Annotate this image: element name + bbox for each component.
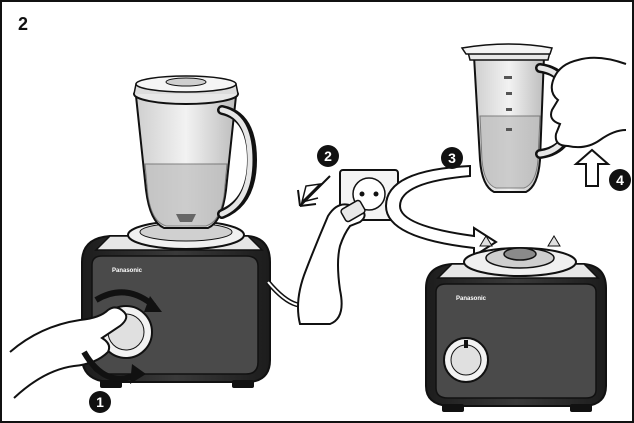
badge-1-label: 1 [96, 394, 104, 410]
badge-step-1: 1 [89, 391, 111, 413]
foot-left [100, 380, 122, 388]
right-hand [550, 56, 627, 149]
drive-coupling [503, 247, 537, 261]
jar-liquid [144, 163, 228, 227]
lid-cap [165, 77, 207, 87]
left-hand [9, 306, 128, 399]
badge-3-label: 3 [448, 150, 456, 166]
lift-curve-arrow [384, 164, 498, 258]
foot-right [232, 380, 254, 388]
right-brand-label: Panasonic [456, 296, 487, 302]
brand-label: Panasonic [112, 268, 143, 274]
step-number: 2 [18, 14, 28, 34]
badge-4-label: 4 [616, 172, 624, 188]
wall-socket-assembly [297, 169, 399, 325]
badge-2-label: 2 [324, 148, 332, 164]
jar-blade [176, 214, 196, 222]
speed-knob-assembly [9, 289, 162, 399]
badge-step-4: 4 [609, 169, 631, 191]
lifted-jar-liquid [479, 115, 541, 189]
badge-step-3: 3 [441, 147, 463, 169]
power-plug [340, 199, 366, 223]
lift-up-arrow [573, 148, 611, 187]
motor-base-empty: Panasonic [425, 235, 607, 412]
jar-lifted [460, 43, 627, 193]
badge-step-2: 2 [317, 145, 339, 167]
